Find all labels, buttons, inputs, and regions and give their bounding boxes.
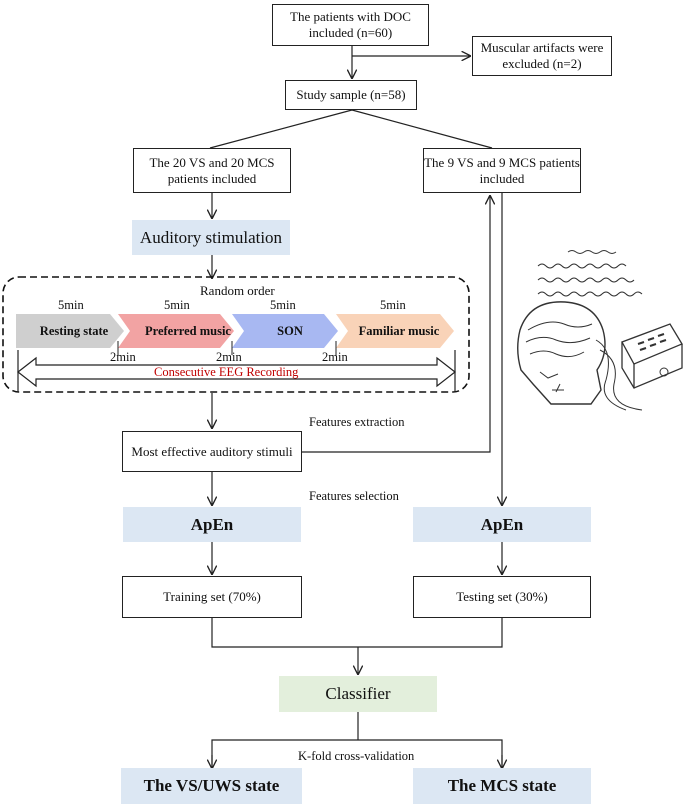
gap-label-1: 2min [110, 350, 136, 364]
patients-included-box: The patients with DOC included (n=60) [272, 4, 429, 46]
stage-label-1: Resting state [39, 323, 109, 338]
left-group-box: The 20 VS and 20 MCS patients included [133, 148, 291, 193]
training-set-box: Training set (70%) [122, 576, 302, 618]
classifier-text: Classifier [325, 684, 391, 703]
stage-chevrons [16, 314, 454, 348]
excluded-text: Muscular artifacts were excluded (n=2) [480, 40, 604, 71]
line-outcome-split [211, 739, 503, 768]
stage-chevron-4 [336, 314, 454, 348]
apen-right-box: ApEn [413, 507, 591, 542]
auditory-stimulation-text: Auditory stimulation [139, 227, 283, 247]
training-set-text: Training set (70%) [163, 589, 261, 604]
line-sample-to-left [209, 109, 353, 149]
kfold-label: K-fold cross-validation [296, 749, 417, 764]
auditory-stimulation-box: Auditory stimulation [132, 220, 290, 255]
mcs-state-text: The MCS state [447, 776, 557, 795]
stage-chevron-3 [232, 314, 338, 348]
right-group-box: The 9 VS and 9 MCS patients included [423, 148, 581, 193]
features-selection-label: Features selection [309, 489, 399, 503]
apen-right-text: ApEn [480, 514, 524, 534]
testing-set-text: Testing set (30%) [456, 589, 548, 604]
apen-left-box: ApEn [123, 507, 301, 542]
head-outline [517, 301, 606, 405]
device-knob [659, 367, 669, 377]
most-effective-text: Most effective auditory stimuli [131, 443, 293, 459]
face-features [539, 371, 564, 393]
gap-label-3: 2min [322, 350, 348, 364]
protocol-dashed-frame [2, 276, 470, 393]
vs-uws-state-box: The VS/UWS state [121, 768, 302, 804]
eeg-wave-2 [537, 263, 627, 269]
eeg-wave-3 [537, 277, 635, 283]
gap-label-2: 2min [216, 350, 242, 364]
eeg-cable-2 [599, 349, 643, 411]
excluded-box: Muscular artifacts were excluded (n=2) [472, 36, 612, 76]
recording-double-arrow [17, 350, 456, 392]
stage-chevron-2 [118, 314, 234, 348]
left-group-text: The 20 VS and 20 MCS patients included [149, 154, 275, 186]
right-group-text: The 9 VS and 9 MCS patients included [424, 154, 580, 186]
stage-label-3: SON [277, 323, 303, 338]
line-sample-to-right [351, 109, 493, 149]
vs-uws-state-text: The VS/UWS state [143, 776, 280, 795]
study-sample-text: Study sample (n=58) [296, 87, 406, 102]
stage-duration-1: 5min [58, 298, 84, 312]
testing-set-box: Testing set (30%) [413, 576, 591, 618]
arrow-features-extraction [302, 196, 490, 453]
brain-folds [525, 321, 593, 358]
stage-duration-3: 5min [270, 298, 296, 312]
mcs-state-box: The MCS state [413, 768, 591, 804]
consecutive-eeg-label: Consecutive EEG Recording [154, 365, 299, 379]
patients-included-text: The patients with DOC included (n=60) [290, 9, 411, 40]
eeg-illustration [517, 250, 683, 411]
apen-left-text: ApEn [190, 514, 234, 534]
eeg-cable-1 [595, 339, 627, 411]
gap-brackets [117, 341, 337, 355]
stage-chevron-1 [16, 314, 124, 348]
line-sets-merge [211, 618, 503, 648]
device-body [621, 342, 683, 389]
study-sample-box: Study sample (n=58) [285, 80, 417, 110]
eeg-wave-4 [537, 291, 643, 297]
features-extraction-label: Features extraction [309, 415, 405, 429]
stage-duration-4: 5min [380, 298, 406, 312]
stage-label-2: Preferred music [145, 323, 231, 338]
device-top [621, 323, 683, 365]
most-effective-box: Most effective auditory stimuli [122, 431, 302, 472]
device-keys [637, 333, 667, 351]
classifier-box: Classifier [279, 676, 437, 712]
random-order-label: Random order [200, 283, 275, 298]
stage-label-4: Familiar music [358, 323, 440, 338]
eeg-wave-1 [567, 250, 617, 254]
stage-duration-2: 5min [164, 298, 190, 312]
